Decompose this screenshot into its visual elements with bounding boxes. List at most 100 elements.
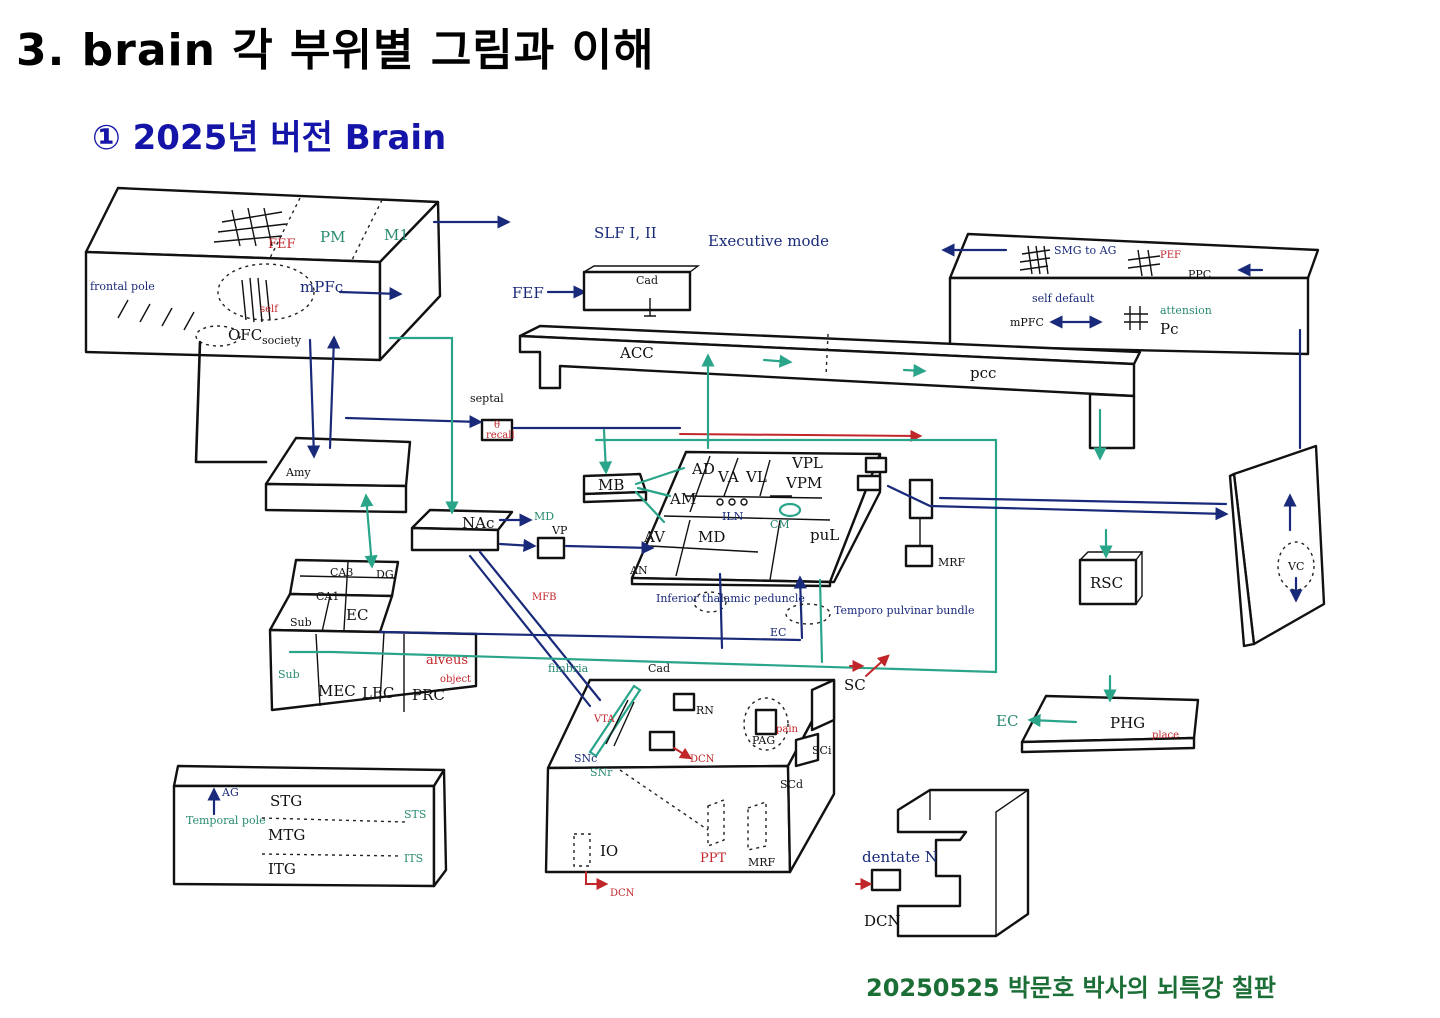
vc-label: VC xyxy=(1287,560,1304,573)
mb-label: MB xyxy=(598,476,624,494)
ec-label: EC xyxy=(346,606,368,624)
prc-label: PRC xyxy=(412,686,445,704)
stg-label: STG xyxy=(270,792,302,810)
ppc-label: PPC xyxy=(1188,268,1211,281)
vpm-label: VPM xyxy=(785,474,822,492)
itg-label: ITG xyxy=(268,860,296,878)
acc-label: ACC xyxy=(619,344,654,362)
pul-label: puL xyxy=(810,526,839,544)
rn-label: RN xyxy=(696,704,714,717)
mrf-top-box: MRF xyxy=(904,478,966,569)
page-title: 3. brain 각 부위별 그림과 이해 xyxy=(16,25,655,76)
ca3-label: CA3 xyxy=(330,566,353,579)
snr-label: SNr xyxy=(590,766,613,779)
brainstem-box: Cad RN PAG pain DCN VTA SNc SNr PPT MRF … xyxy=(544,662,866,899)
place-label: place xyxy=(1152,730,1179,741)
vpl-label: VPL xyxy=(791,454,823,472)
io-label: IO xyxy=(600,842,618,860)
am-label: AM xyxy=(669,490,696,508)
rsc-box: RSC xyxy=(1078,528,1144,606)
septal-label: septal xyxy=(470,392,504,405)
visual-cortex-box: VC xyxy=(1228,328,1326,648)
cerebellum-shape: dentate N DCN xyxy=(855,788,1030,938)
septal-box: θ recall xyxy=(480,418,515,442)
inf-thal-label: Inferior thalamic peduncle xyxy=(656,592,805,605)
pag-label: PAG xyxy=(752,734,775,747)
sub-teal-label: Sub xyxy=(278,668,300,681)
vp-box: VP xyxy=(536,524,568,560)
ca1-label: CA1 xyxy=(316,590,339,603)
amygdala-box: Amy xyxy=(264,436,412,514)
temporal-lobe-box: AG Temporal pole STG MTG ITG STS ITS xyxy=(172,764,448,888)
theta-label: θ xyxy=(494,420,500,431)
ppt-label: PPT xyxy=(700,851,726,866)
thalamus-box: AD VA VL VPL VPM AM ILN CM AV MD puL AN xyxy=(629,450,888,588)
rsc-label: RSC xyxy=(1090,574,1123,592)
mtg-label: MTG xyxy=(268,826,305,844)
its-label: ITS xyxy=(404,852,423,865)
mec-label: MEC xyxy=(318,682,356,700)
caudate-box: Cad xyxy=(582,265,701,317)
ec-small-label: EC xyxy=(770,626,786,639)
dg-label: DG xyxy=(376,568,394,581)
ad-label: AD xyxy=(691,460,715,478)
pathways: MFB fimbria Inferior thalamic peduncle E… xyxy=(194,335,1229,708)
dcn-io-label: DCN xyxy=(610,888,635,899)
snc-label: SNc xyxy=(574,752,597,765)
sc-label: SC xyxy=(844,676,866,694)
frontal-pole-label: frontal pole xyxy=(90,280,155,293)
dentate-label: dentate N xyxy=(862,848,938,866)
object-label: object xyxy=(440,674,471,685)
temporal-pole-label: Temporal pole xyxy=(186,814,266,827)
fef-left-label: FEF xyxy=(512,284,544,302)
va-label: VA xyxy=(717,468,739,486)
iln-label: ILN xyxy=(722,510,744,523)
ofc-label: OFC xyxy=(228,326,262,344)
pcc-label: pcc xyxy=(970,364,996,382)
mpfc-right-label: mPFC xyxy=(1010,316,1044,329)
dcn-red-label: DCN xyxy=(690,754,715,765)
fef-label: FEF xyxy=(268,237,296,252)
sts-label: STS xyxy=(404,808,426,821)
sub-label: Sub xyxy=(290,616,312,629)
self-default-label: self default xyxy=(1032,292,1095,305)
phg-box: PHG place EC xyxy=(996,674,1200,754)
hippocampus-box: CA3 DG CA1 Sub EC Sub MEC LEC PRC alveus… xyxy=(268,558,478,712)
mpfc-label: mPFc xyxy=(300,278,343,296)
pef-label: PEF xyxy=(1160,250,1181,261)
slf-label: SLF I, II xyxy=(594,224,657,242)
temporo-pulvinar-label: Temporo pulvinar bundle xyxy=(834,604,975,617)
sci-label: SCi xyxy=(812,744,832,757)
smg-ag-label: SMG to AG xyxy=(1054,244,1116,257)
mrf-label: MRF xyxy=(748,856,776,869)
mfb-label: MFB xyxy=(532,592,557,603)
an-label: AN xyxy=(629,564,648,577)
nac-box: NAc MD xyxy=(410,508,554,552)
frontal-lobe-box: FEF PM M1 frontal pole mPFc self OFC soc… xyxy=(84,186,442,362)
attension-label: attension xyxy=(1160,304,1212,317)
ag-label: AG xyxy=(221,786,239,799)
nac-label: NAc xyxy=(462,514,494,532)
pain-label: pain xyxy=(776,724,799,735)
pm-label: PM xyxy=(320,228,345,246)
society-label: society xyxy=(262,334,302,347)
vp-label: VP xyxy=(551,524,568,537)
cingulate-bar: ACC pcc xyxy=(518,324,1142,461)
md-small-label: MD xyxy=(534,510,554,523)
page-subtitle: ① 2025년 버전 Brain xyxy=(92,118,447,158)
mrf-top-label: MRF xyxy=(938,556,966,569)
executive-mode-label: Executive mode xyxy=(708,232,829,250)
ec-left-label: EC xyxy=(996,712,1018,730)
vl-label: VL xyxy=(745,468,767,486)
cad-label: Cad xyxy=(636,274,658,287)
fimbria-label: fimbria xyxy=(548,662,589,675)
cm-label: CM xyxy=(770,518,790,531)
footer-caption: 20250525 박문호 박사의 뇌특강 칠판 xyxy=(866,974,1276,1002)
dcn-cb-label: DCN xyxy=(864,912,901,930)
self-label: self xyxy=(260,304,279,315)
vta-label: VTA xyxy=(593,714,615,725)
recall-label: recall xyxy=(486,430,515,441)
scd-label: SCd xyxy=(780,778,803,791)
lec-label: LEC xyxy=(362,684,394,702)
